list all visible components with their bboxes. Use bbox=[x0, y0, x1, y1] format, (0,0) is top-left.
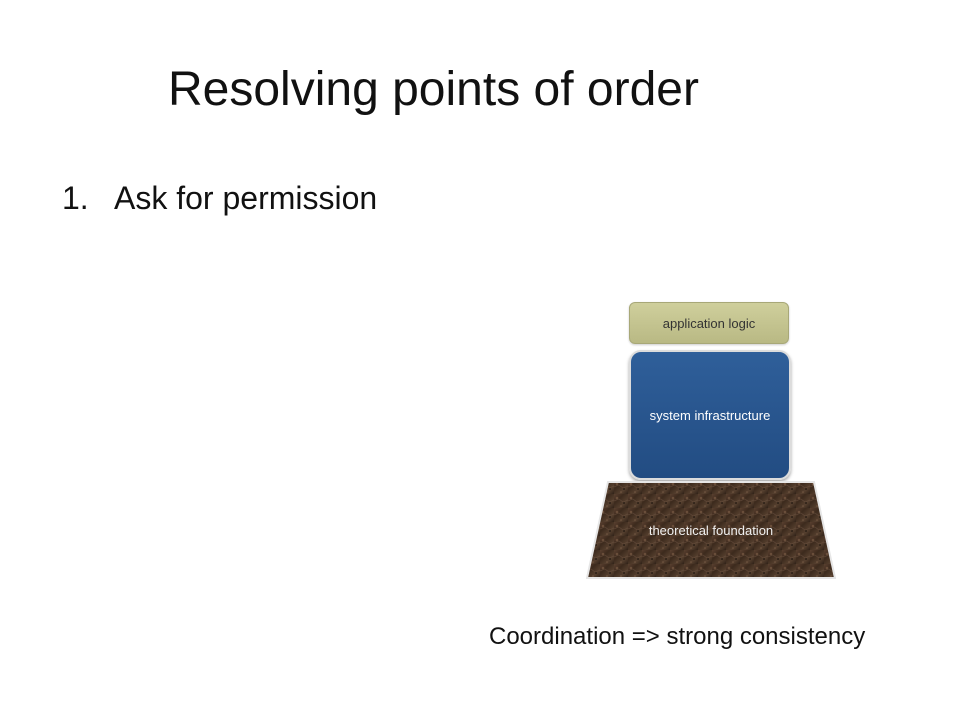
list-item-number: 1. bbox=[62, 180, 89, 216]
slide-title: Resolving points of order bbox=[168, 63, 699, 116]
theoretical-foundation-label: theoretical foundation bbox=[648, 522, 774, 538]
system-infrastructure-layer: system infrastructure bbox=[629, 350, 791, 480]
layer-stack-diagram: application logic system infrastructure bbox=[586, 300, 836, 580]
slide-caption: Coordination => strong consistency bbox=[489, 623, 866, 650]
numbered-list: 1. Ask for permission bbox=[62, 176, 377, 220]
application-logic-layer: application logic bbox=[629, 302, 789, 344]
application-logic-label: application logic bbox=[662, 315, 756, 331]
system-infrastructure-label: system infrastructure bbox=[649, 407, 771, 423]
list-item-text: Ask for permission bbox=[114, 180, 378, 216]
theoretical-foundation-layer: theoretical foundation bbox=[586, 480, 836, 580]
list-item: 1. Ask for permission bbox=[62, 176, 377, 220]
theoretical-foundation-shape bbox=[586, 481, 836, 579]
